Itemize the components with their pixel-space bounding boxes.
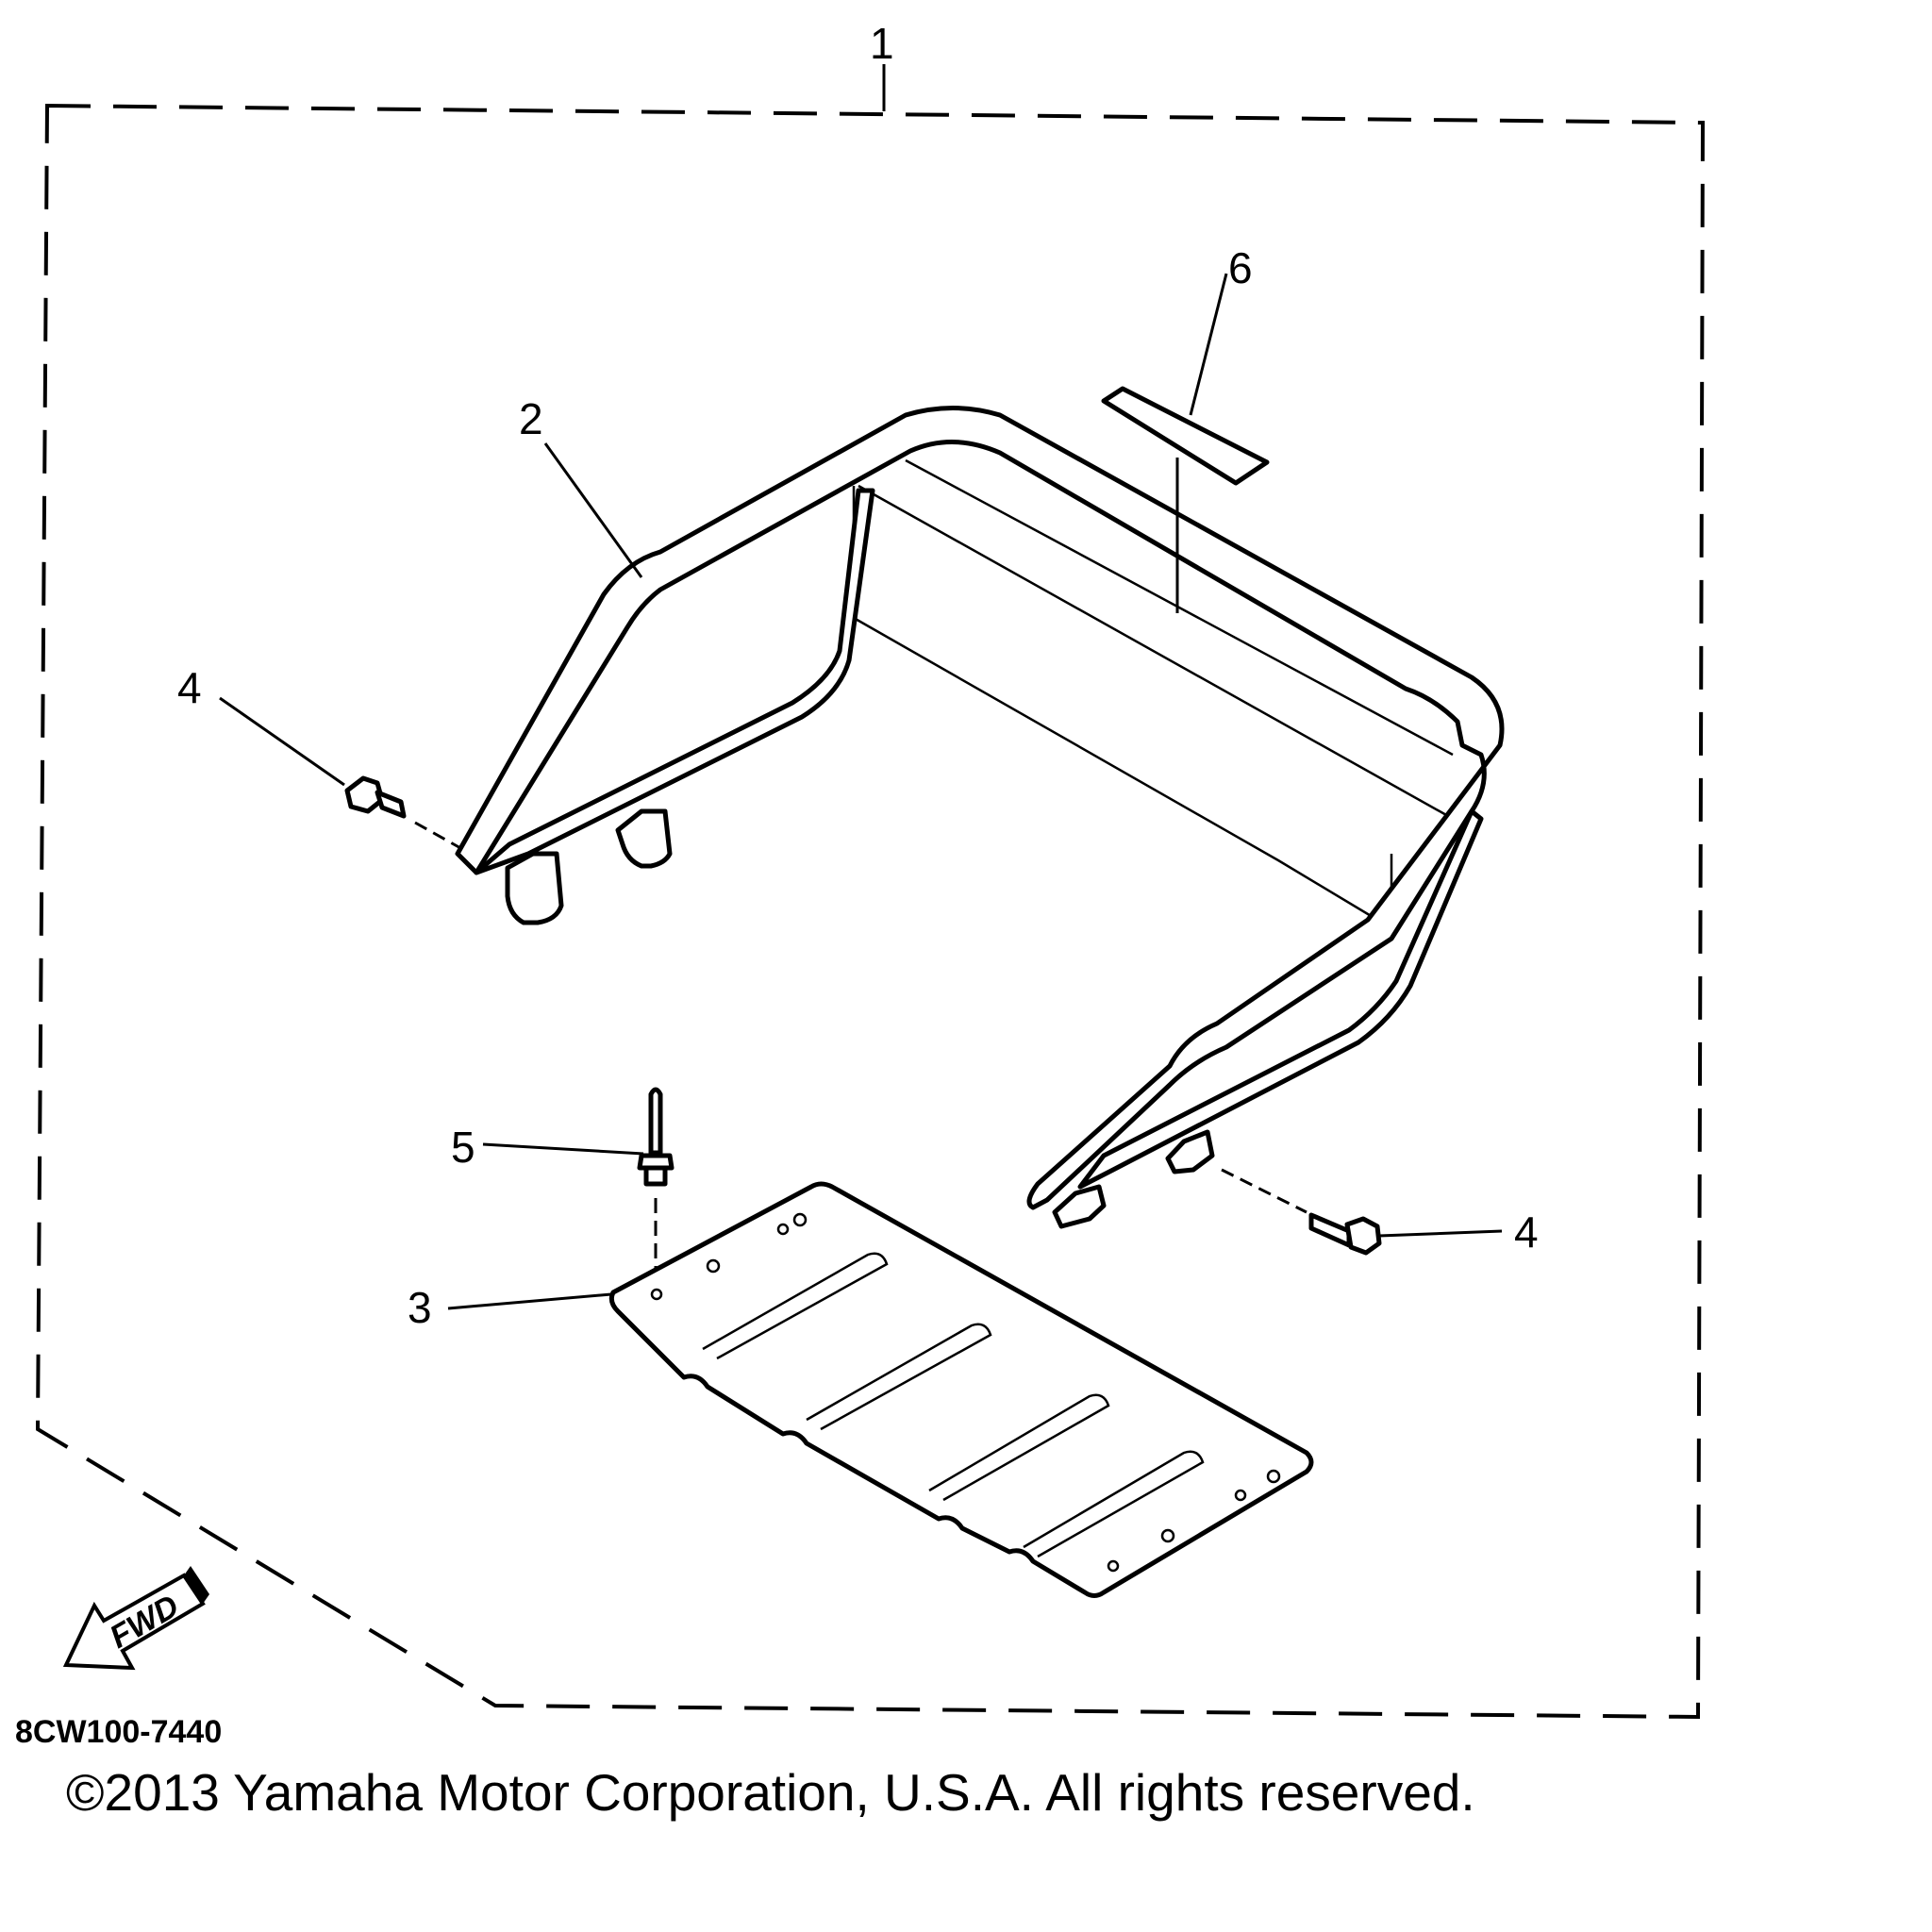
leader-6 xyxy=(1189,273,1228,416)
leader-5 xyxy=(482,1142,644,1156)
rivet xyxy=(637,1087,675,1187)
bolt-left xyxy=(344,775,407,819)
leader-4-right xyxy=(1378,1229,1503,1238)
assembly-boundary xyxy=(35,103,1706,1720)
callout-5: 5 xyxy=(451,1123,475,1172)
leader-2 xyxy=(543,442,643,578)
copyright-notice: ©2013 Yamaha Motor Corporation, U.S.A. A… xyxy=(66,1763,1475,1822)
callout-3: 3 xyxy=(408,1283,432,1332)
callout-4-left: 4 xyxy=(177,663,202,712)
callout-2: 2 xyxy=(519,394,543,443)
leader-4-left xyxy=(219,696,345,787)
leader-4-right-axis xyxy=(1221,1168,1307,1214)
fwd-arrow-icon: FWD xyxy=(62,1566,209,1671)
bolt-right xyxy=(1308,1212,1382,1256)
drawing-code: 8CW100-7440 xyxy=(15,1714,222,1750)
callout-6: 6 xyxy=(1228,243,1253,292)
leader-4-left-axis xyxy=(414,821,463,851)
floor-plate xyxy=(608,1181,1314,1598)
callout-4-right: 4 xyxy=(1514,1208,1539,1257)
leader-3 xyxy=(447,1292,612,1310)
callout-1: 1 xyxy=(870,19,894,68)
label-decal xyxy=(1101,386,1270,486)
carrier-frame xyxy=(455,406,1505,1229)
